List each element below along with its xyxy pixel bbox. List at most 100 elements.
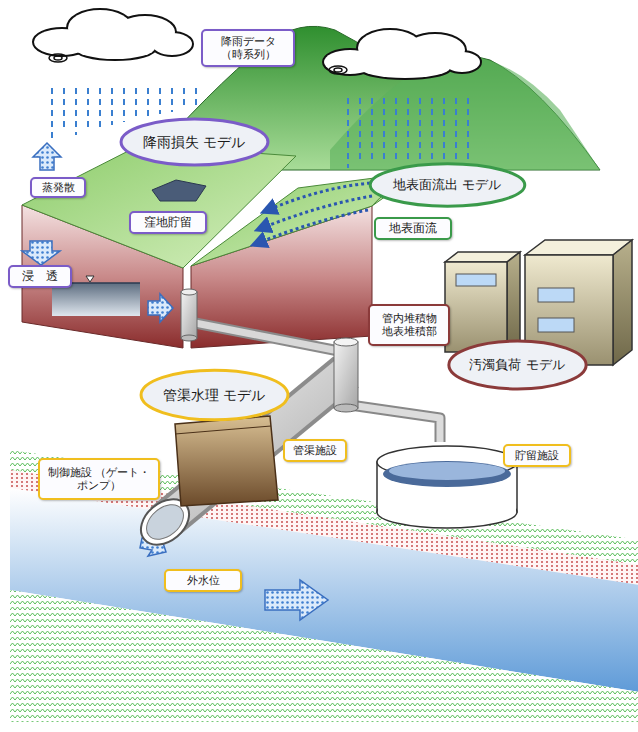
cloud-part (54, 56, 62, 60)
rain-part (195, 88, 197, 108)
cloud-part-part (360, 58, 450, 78)
label-box: 降雨データ （時系列） (201, 29, 295, 67)
rain-part (159, 88, 161, 114)
pipe-network-part (181, 289, 197, 295)
rain-part (171, 88, 173, 112)
pipe-network-part (334, 404, 358, 412)
rain-part (87, 88, 89, 130)
label-box: 蒸発散 (30, 177, 86, 198)
river (10, 450, 638, 722)
node-text: 制御施設 （ゲート・ポンプ） (40, 466, 158, 492)
storage-tank (377, 446, 517, 528)
rain-part (431, 98, 433, 160)
node-text: 地表面流出 モデル (393, 177, 501, 193)
water-arrows (22, 143, 173, 556)
control-gate-part (175, 426, 271, 434)
node-text: 蒸発散 (42, 181, 75, 194)
pipe-network-part (190, 322, 344, 352)
pipe-network-part (163, 372, 346, 523)
ellipse-shape (370, 164, 525, 206)
node-text: 降雨データ （時系列） (203, 35, 293, 61)
label-box: 外水位 (164, 569, 242, 592)
label-box: 浸 透 (8, 265, 72, 288)
rain-part (395, 98, 397, 160)
cloud-part (49, 54, 67, 62)
ellipse-shape (141, 370, 288, 420)
building-part (538, 288, 574, 302)
cloud-part-part (152, 33, 192, 55)
node-text: 管渠水理 モデル (163, 387, 265, 404)
model-ellipse: 管渠水理 モデル (138, 368, 291, 422)
pipe-network-part (190, 322, 344, 352)
cloud (34, 10, 192, 62)
building-part (613, 240, 632, 365)
building-part (445, 262, 507, 352)
label-box: 窪地貯留 (129, 211, 207, 234)
node-text: 外水位 (187, 574, 220, 587)
pipe-network-part (181, 292, 197, 338)
rain-part (147, 88, 149, 116)
ellipse-shape (448, 341, 585, 389)
water-arrows-part (33, 143, 61, 170)
rain-part (467, 98, 469, 160)
rain-part (359, 98, 361, 162)
rain-part (371, 98, 373, 160)
cloud-part-part (75, 37, 155, 59)
node-text: 降雨損失 モデル (143, 134, 245, 151)
ellipse-shape (121, 119, 268, 165)
control-gate (175, 416, 278, 506)
storage-tank-part (383, 461, 511, 487)
rain-part (383, 98, 385, 160)
surface-flow-arrows-part (268, 183, 370, 210)
label-box: 地表面流 (374, 217, 452, 240)
mountains (140, 26, 600, 170)
pipe-network-part (350, 405, 440, 442)
river-part (265, 580, 328, 620)
storage-tank-part (378, 463, 516, 512)
cloud-part-part (75, 37, 155, 59)
rain-part (419, 98, 421, 160)
rain-part (51, 88, 53, 138)
model-ellipse: 汚濁負荷 モデル (446, 339, 589, 391)
cloud (324, 30, 480, 78)
node-text: 貯留施設 (515, 449, 559, 462)
rain-part (407, 98, 409, 160)
label-box: 管内堆積物 地表堆積部 (368, 304, 450, 346)
rain-part (443, 98, 445, 160)
cloud-part (34, 10, 192, 59)
cloud-part (34, 10, 192, 59)
control-gate-part (175, 416, 278, 506)
rain-part (347, 98, 349, 168)
cloud-part (324, 30, 480, 78)
building (445, 252, 520, 352)
label-box: 制御施設 （ゲート・ポンプ） (38, 458, 160, 500)
cloud-part (329, 66, 347, 74)
node-text: 窪地貯留 (144, 215, 192, 229)
node-text: 管渠施設 (293, 444, 337, 457)
cloud-part (334, 68, 342, 72)
rain-part (111, 88, 113, 125)
rain-part (123, 88, 125, 122)
rain-part (183, 88, 185, 110)
node-text: 浸 透 (22, 269, 58, 283)
storage-tank-part (389, 462, 505, 480)
pipe-network-part (350, 405, 440, 442)
building-part (538, 318, 574, 332)
water-arrows-part (148, 294, 173, 322)
surface-flow-arrows-part (258, 210, 368, 243)
water-arrows-part (22, 241, 60, 265)
land-block-part (152, 180, 206, 201)
rain-part (455, 98, 457, 160)
label-box: 貯留施設 (503, 444, 571, 467)
model-ellipse: 降雨損失 モデル (118, 117, 271, 167)
building-part (456, 274, 496, 286)
label-box: 管渠施設 (283, 439, 347, 462)
cloud-part-part (360, 58, 450, 78)
pipe-network-part (334, 338, 358, 346)
node-text: 汚濁負荷 モデル (469, 357, 564, 373)
rain-part (75, 88, 77, 135)
pipe-network-part (163, 372, 346, 523)
river-part (10, 590, 638, 722)
building-part (507, 252, 520, 352)
rain-part (99, 88, 101, 128)
